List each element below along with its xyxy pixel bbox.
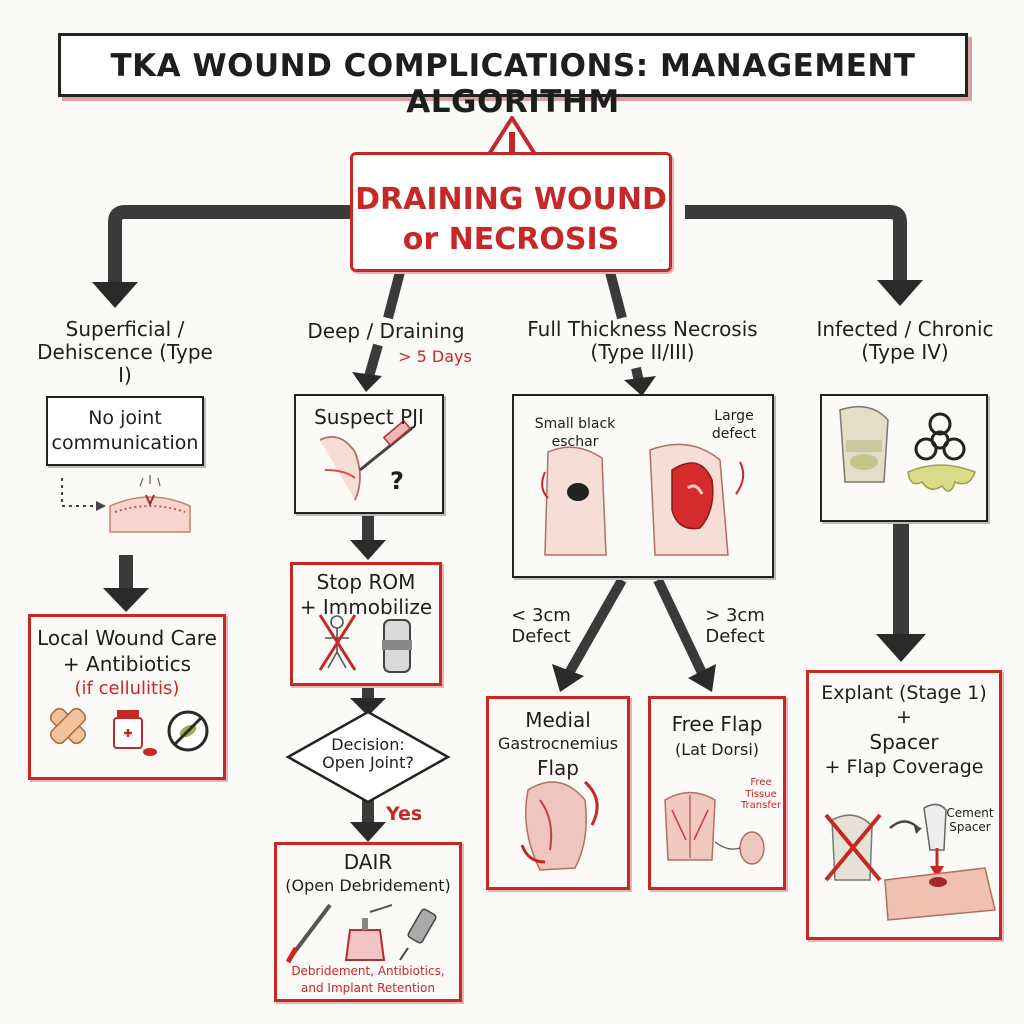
knee-injection-icon — [319, 419, 413, 501]
decision-yes-label: Yes — [386, 803, 423, 825]
explant-box: Explant (Stage 1) + Spacer + Flap Covera… — [806, 670, 1002, 940]
arrow-root-to-superficial — [108, 205, 350, 290]
infected-header: Infected / Chronic (Type IV) — [816, 317, 994, 364]
root-node: DRAINING WOUND or NECROSIS — [350, 152, 672, 272]
arrow-necrosis-to-medial — [563, 577, 627, 678]
cement-spacer-icon — [884, 803, 996, 921]
infected-illustration-box — [820, 394, 988, 522]
superficial-wound-icon — [109, 475, 191, 533]
free-flap-box: Free Flap (Lat Dorsi) Free Tissue Transf… — [648, 696, 786, 890]
root-line-1: DRAINING WOUND — [355, 182, 667, 217]
biohazard-icon — [907, 412, 976, 492]
medicine-bottle-icon — [113, 710, 157, 756]
decision-label: Decision: Open Joint? — [322, 735, 414, 773]
diagram-title: TKA WOUND COMPLICATIONS: MANAGEMENT ALGO… — [110, 48, 916, 120]
root-line-2: or NECROSIS — [402, 222, 620, 257]
arrow-root-to-necrosis — [605, 270, 627, 320]
arrow-necrosis-to-free — [653, 577, 708, 678]
arrow-root-to-infected — [685, 205, 907, 285]
small-eschar-icon — [541, 446, 607, 556]
local-wound-care-box: Local Wound Care + Antibiotics (if cellu… — [28, 614, 226, 780]
superficial-header: Superficial / Dehiscence (Type I) — [37, 317, 213, 387]
no-movement-icon — [318, 614, 357, 671]
large-defect-label: > 3cm Defect — [705, 605, 765, 647]
drill-icon — [399, 908, 437, 961]
arrow-deep-to-suspect — [363, 343, 383, 382]
deep-header: Deep / Draining — [307, 319, 465, 343]
irrigation-bottle-icon — [344, 904, 393, 961]
necrosis-header: Full Thickness Necrosis (Type II/III) — [527, 317, 758, 364]
dair-box: DAIR (Open Debridement) Debridement, Ant… — [274, 842, 462, 1002]
latissimus-flap-icon — [664, 791, 765, 865]
gastrocnemius-flap-icon — [520, 780, 599, 871]
free-tissue-transfer-note: Free Tissue Transfer — [740, 777, 782, 811]
stop-rom-box: Stop ROM + Immobilize — [290, 562, 442, 686]
deep-duration: > 5 Days — [398, 347, 472, 366]
large-defect-icon — [649, 443, 745, 556]
removed-implant-icon — [824, 813, 882, 882]
cement-spacer-label: Cement Spacer — [946, 806, 994, 834]
necrosis-illustration-box: Small black eschar Large defect — [512, 394, 774, 578]
scalpel-icon — [285, 903, 332, 964]
infected-knee-icon — [839, 405, 889, 483]
suspect-pji-box: Suspect PJI ? — [294, 394, 444, 514]
uncertainty-mark: ? — [390, 467, 404, 495]
small-defect-label: < 3cm Defect — [511, 605, 571, 647]
knee-brace-icon — [382, 619, 412, 673]
arrow-root-to-deep — [383, 270, 405, 320]
medial-gastrocnemius-box: Medial Gastrocnemius Flap — [486, 696, 630, 890]
no-bacteria-icon — [167, 710, 209, 752]
title-banner: TKA WOUND COMPLICATIONS: MANAGEMENT ALGO… — [58, 33, 968, 120]
bandage-icon — [49, 707, 87, 745]
no-joint-communication-box: No joint communication — [46, 396, 204, 466]
decision-diamond — [285, 710, 451, 804]
